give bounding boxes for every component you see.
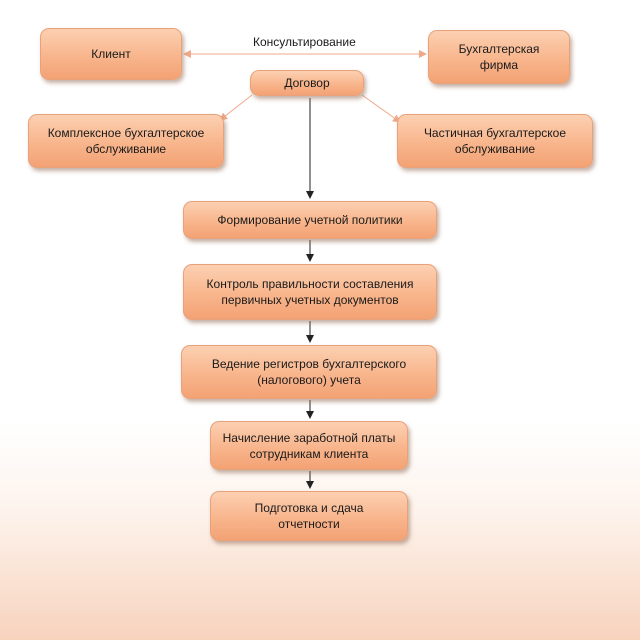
reporting-node: Подготовка и сдача отчетности: [210, 491, 408, 541]
payroll-node: Начисление заработной платы сотрудникам …: [210, 421, 408, 470]
accounting-firm-node: Бухгалтерская фирма: [428, 30, 570, 84]
contract-to-complex-arrow: [219, 94, 253, 121]
partial-service-node: Частичная бухгалтерское обслуживание: [397, 114, 593, 168]
contract-to-partial-arrow: [361, 94, 401, 123]
contract-node: Договор: [250, 70, 364, 96]
registers-node: Ведение регистров бухгалтерского (налого…: [181, 345, 437, 399]
consulting-label: Консультирование: [250, 35, 359, 49]
complex-service-node: Комплексное бухгалтерское обслуживание: [28, 114, 224, 168]
client-node: Клиент: [40, 28, 182, 80]
accounting-policy-node: Формирование учетной политики: [183, 201, 437, 239]
primary-documents-control-node: Контроль правильности составления первич…: [183, 264, 437, 320]
